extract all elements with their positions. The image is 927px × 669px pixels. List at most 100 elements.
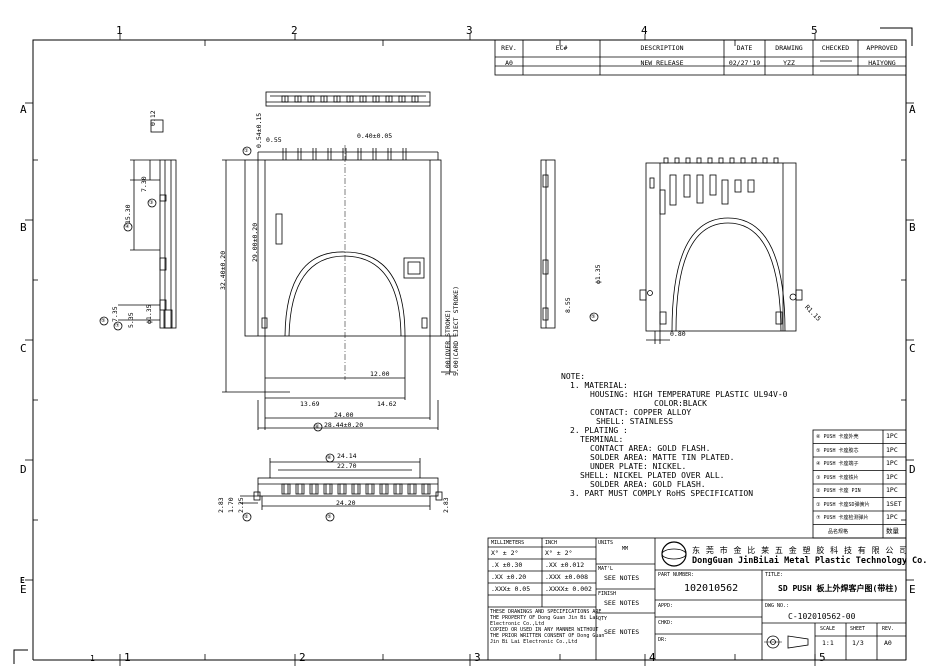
note-line-3: COLOR:BLACK <box>654 399 707 408</box>
rev-header-ec: EC# <box>555 44 568 52</box>
zone-right-b: B <box>909 221 916 234</box>
units-value: MM <box>622 546 629 552</box>
dim-0-12: 0.12 <box>149 110 157 126</box>
callout-3: ③ <box>149 200 154 206</box>
callout-circles <box>99 146 599 522</box>
dwg-no-value: C-102010562-00 <box>788 612 856 621</box>
finish-label: FINISH <box>598 591 617 597</box>
note-line-2: HOUSING: HIGH TEMPERATURE PLASTIC UL94V-… <box>590 390 788 399</box>
note-line-11: SHELL: NICKEL PLATED OVER ALL. <box>580 471 725 480</box>
dim-32-40: 32.40±0.20 <box>219 250 227 290</box>
sheet-value: 1/3 <box>852 639 864 647</box>
note-line-9: SOLDER AREA: MATTE TIN PLATED. <box>590 453 735 462</box>
dim-7-30: 7.30 <box>140 176 148 192</box>
dwg-no-label: DWG NO.: <box>765 603 790 609</box>
note-line-8: CONTACT AREA: GOLD FLASH. <box>590 444 711 453</box>
dim-2-25: 2.25 <box>237 497 245 513</box>
rev-row-approved: HAIYONG <box>868 59 896 67</box>
scale-label: SCALE <box>820 626 836 632</box>
matl-value: SEE NOTES <box>604 574 640 582</box>
front-edge-view <box>240 458 443 510</box>
part-number-label: PART NUMBER: <box>658 572 695 578</box>
zone-top-5: 5 <box>811 24 818 37</box>
bom-table-grid <box>812 429 907 539</box>
main-view-outline <box>222 145 456 430</box>
tol-r1-inch: .XX ±0.012 <box>545 561 585 569</box>
zone-right-e: E <box>909 583 916 596</box>
zone-top-3: 3 <box>466 24 473 37</box>
zone-left-a: A <box>20 103 27 116</box>
dim-phi-1-35-left: ϕ1.35 <box>145 304 153 324</box>
zone-bottom-5: 5 <box>819 651 826 664</box>
dim-5-35: 5.35 <box>127 312 135 328</box>
dim-12-00: 12.00 <box>370 370 390 378</box>
callout-5-side: ⑤ <box>591 314 596 320</box>
dim-24-00: 24.00 <box>334 411 354 419</box>
rev-header-date: DATE <box>736 44 753 52</box>
zone-left-b: B <box>20 221 27 234</box>
rev-row-date: 02/27'19 <box>728 59 761 67</box>
title-block-grid <box>487 537 907 661</box>
tol-r2-inch: .XXX ±0.008 <box>545 573 589 581</box>
zone-bottom-1: 1 <box>124 651 131 664</box>
dim-8-55: 8.55 <box>564 297 572 313</box>
units-label: UNITS <box>598 540 614 546</box>
bom-row-4-name: ② PUSH 卡座 PIN <box>816 488 861 494</box>
title-label: TITLE: <box>765 572 784 578</box>
tol-r0-inch: X° ± 2° <box>545 549 573 557</box>
note-line-12: SOLDER AREA: GOLD FLASH. <box>590 480 706 489</box>
rev-header-rev: REV. <box>501 44 517 52</box>
bom-row-5-qty: 1SET <box>886 500 902 508</box>
zone-right-c: C <box>909 342 916 355</box>
dim-2-83-left: 2.83 <box>217 497 225 513</box>
scale-value: 1:1 <box>822 639 834 647</box>
dim-24-20: 24.20 <box>336 499 356 507</box>
dim-0-54: 0.54±0.15 <box>255 112 263 148</box>
zone-bottom-3: 3 <box>474 651 481 664</box>
note-line-13: 3. PART MUST COMPLY RoHS SPECIFICATION <box>570 489 754 498</box>
bom-row-2-name: ④ PUSH 卡座端子 <box>816 461 859 467</box>
tol-header-mm: MILLIMETERS <box>491 540 525 546</box>
dim-22-70: 22.70 <box>337 462 357 470</box>
part-number-value: 102010562 <box>684 583 739 594</box>
dim-15-30: 15.30 <box>124 204 132 224</box>
tol-r0-mm: X° ± 2° <box>491 549 519 557</box>
dim-28-44: 28.44±0.20 <box>324 421 364 429</box>
sheet-label: SHEET <box>850 626 866 632</box>
zone-left-d: D <box>20 463 27 476</box>
rev-header-checked: CHECKED <box>821 44 850 52</box>
note-line-7: TERMINAL: <box>580 435 624 444</box>
rev-header-approved: APPROVED <box>866 44 898 52</box>
note-line-5: SHELL: STAINLESS <box>596 417 674 426</box>
dim-1-00-over-stroke: 1.00(OVER STROKE) <box>444 309 452 376</box>
disclaimer-0: THESE DRAWINGS AND SPECIFICATIONS ARE <box>490 609 602 615</box>
left-side-view <box>118 119 177 329</box>
zone-right-a: A <box>909 103 916 116</box>
zone-top-2: 2 <box>291 24 298 37</box>
tol-header-inch: INCH <box>545 540 558 546</box>
corner-e-mark: E <box>20 576 25 585</box>
bottom-view-outline <box>639 157 803 344</box>
dim-0-40: 0.40±0.05 <box>357 132 393 140</box>
dim-0-80: 0.80 <box>670 330 686 338</box>
rev-label: REV. <box>882 626 895 632</box>
disclaimer-1: THE PROPERTY OF Dong Guan Jin Bi Lai <box>490 615 599 621</box>
zone-top-1: 1 <box>116 24 123 37</box>
zone-bottom-4: 4 <box>649 651 656 664</box>
revision-table-grid <box>494 39 907 76</box>
zone-top-4: 4 <box>641 24 648 37</box>
rev-row-rev: A0 <box>505 59 513 67</box>
qty-value: SEE NOTES <box>604 628 640 636</box>
note-line-10: UNDER PLATE: NICKEL. <box>590 462 687 471</box>
rev-row-drawing: YZZ <box>783 59 795 67</box>
dim-29-00: 29.00±0.20 <box>251 222 259 262</box>
middle-side-view <box>540 159 556 329</box>
dim-2-83-right: 2.83 <box>442 497 450 513</box>
dim-1-70: 1.70 <box>227 497 235 513</box>
appd-label: APPD: <box>658 603 674 609</box>
callout-7: ⑦ <box>115 323 120 329</box>
zone-left-c: C <box>20 342 27 355</box>
bom-row-3-name: ③ PUSH 卡座铁片 <box>816 475 859 481</box>
dim-14-62: 14.62 <box>377 400 397 408</box>
